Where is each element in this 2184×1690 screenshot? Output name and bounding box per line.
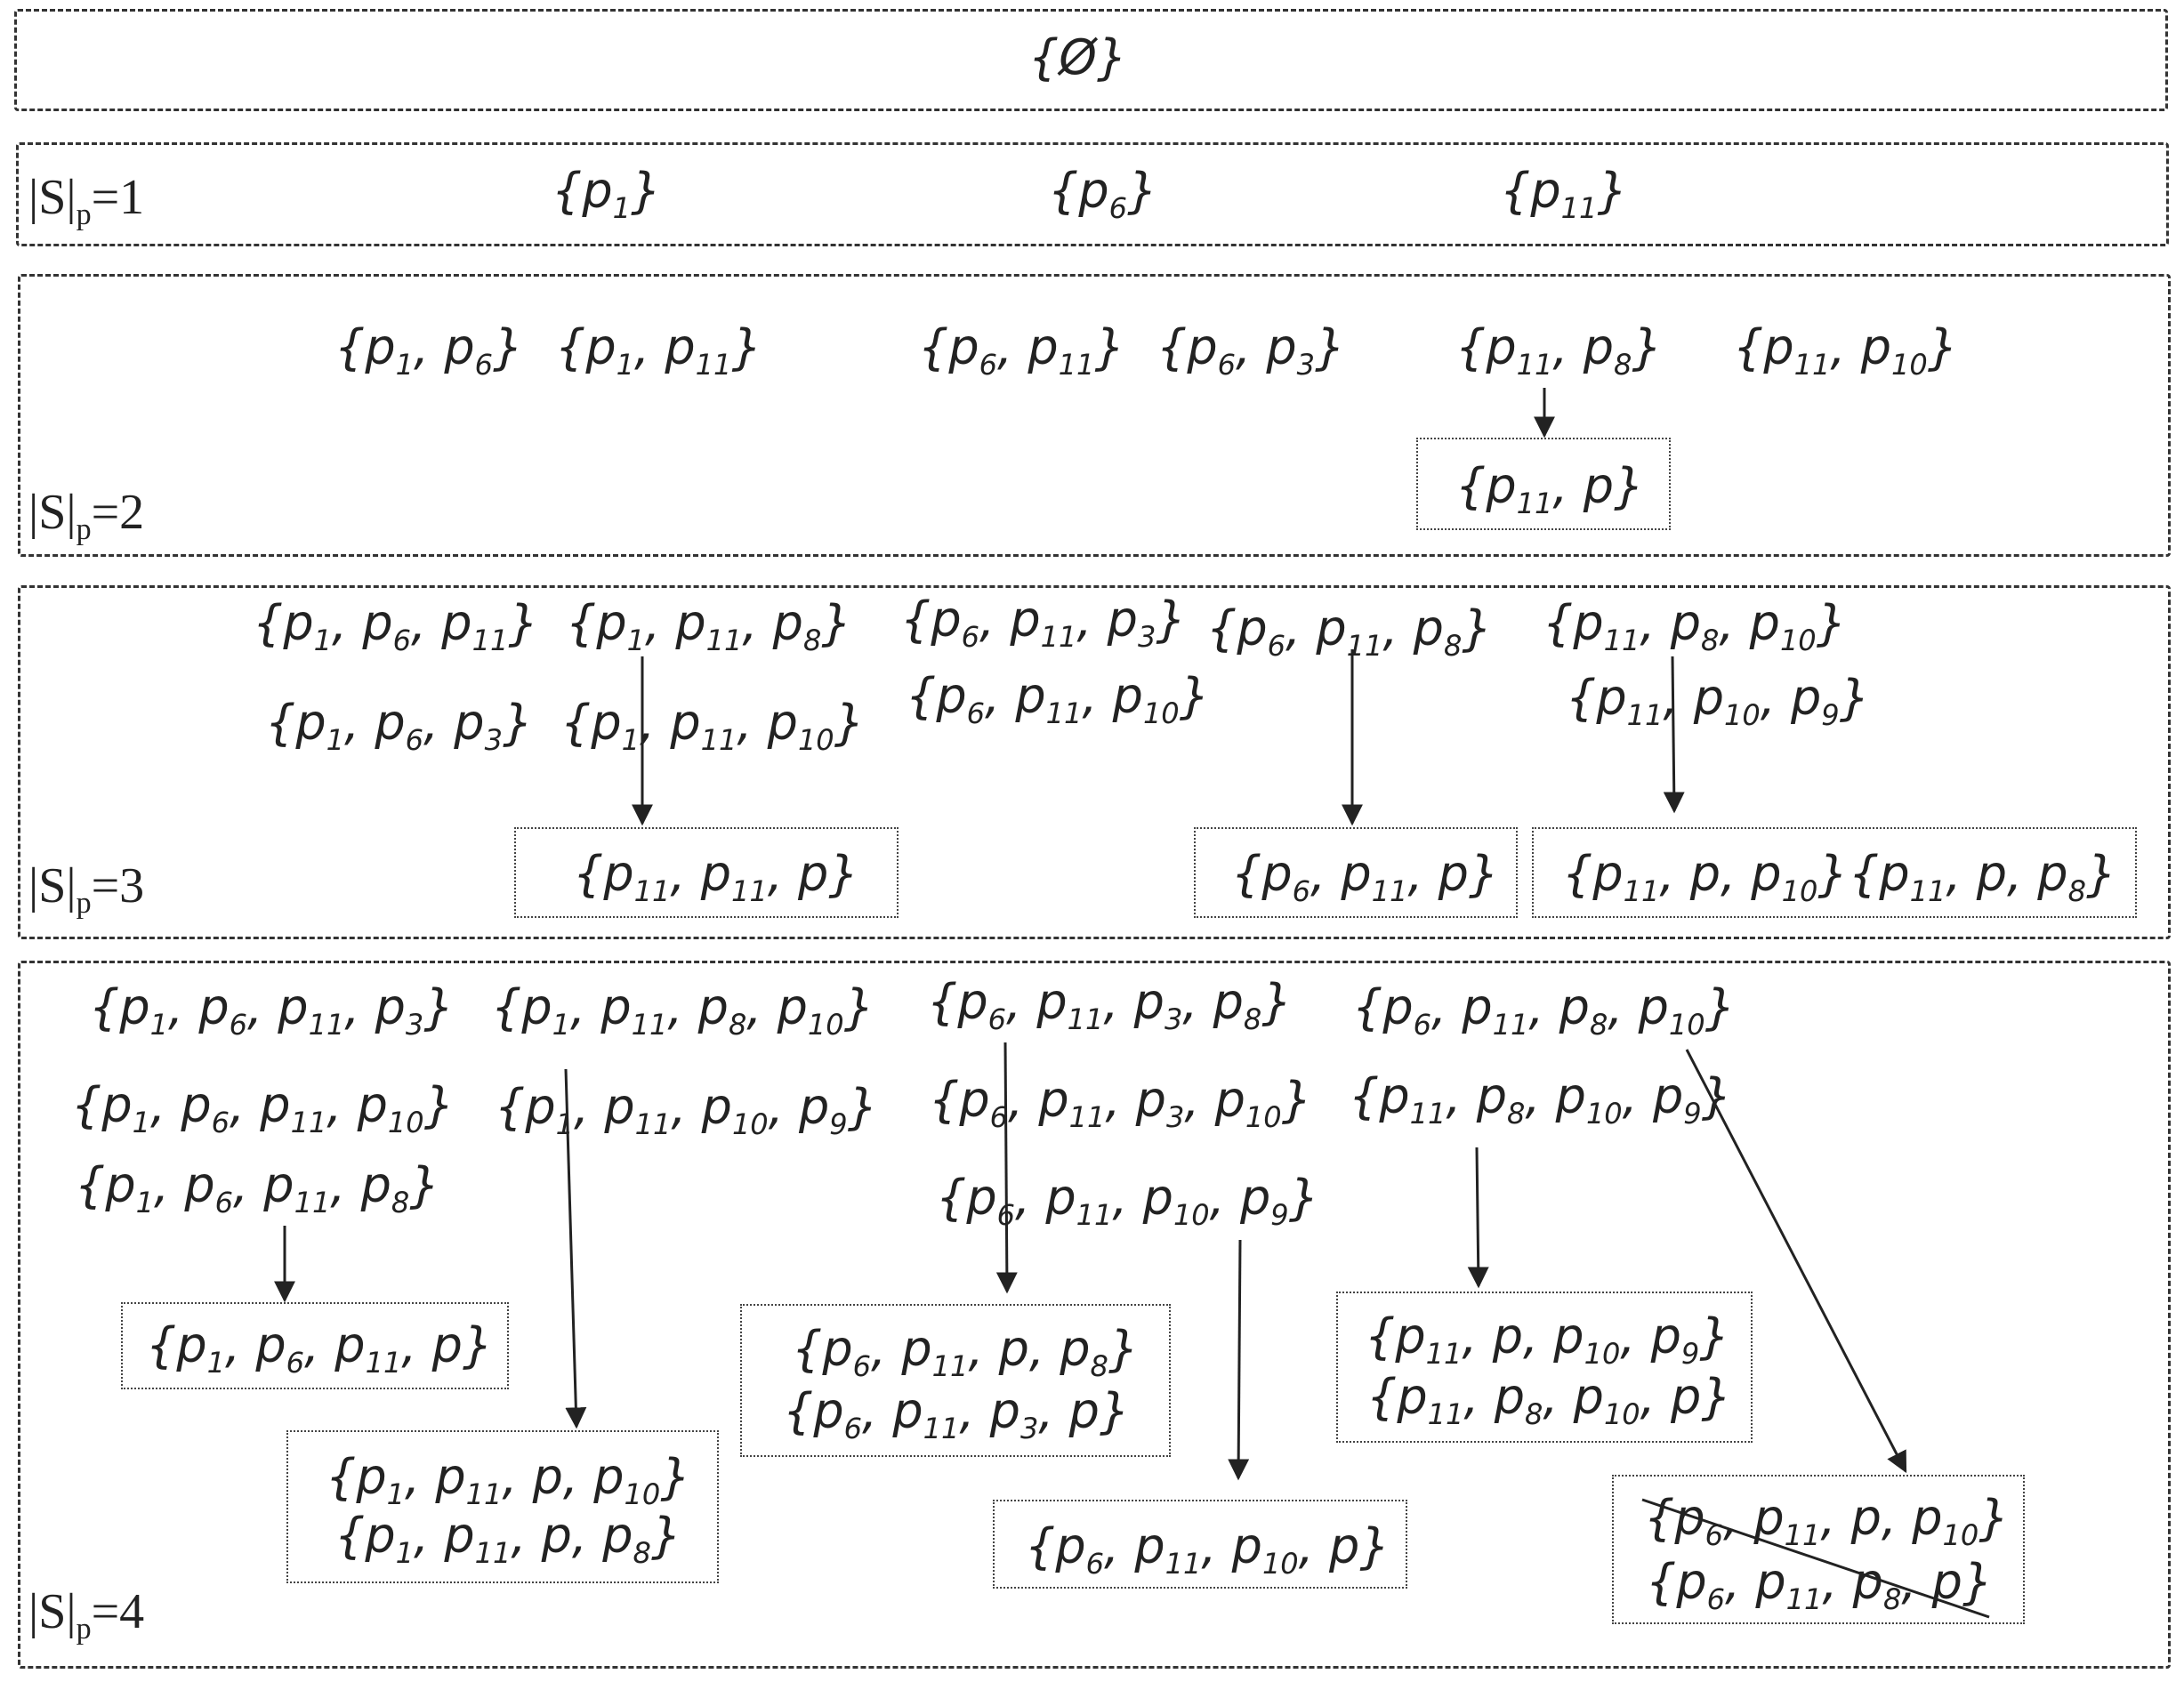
- reduced-box-l4-1: [121, 1302, 509, 1389]
- reduced-set-l3-1: {p11, p11, p}: [573, 846, 859, 908]
- set-l3-5: {p6, p11, p3}: [900, 592, 1187, 654]
- band-level-4: [18, 961, 2171, 1669]
- reduced-box-l3-3: [1532, 827, 2137, 918]
- set-l1-3: {p11}: [1500, 163, 1628, 225]
- reduced-box-l3-2: [1194, 827, 1518, 918]
- reduced-box-l4-5: [993, 1500, 1407, 1589]
- set-l3-9: {p11, p10, p9}: [1566, 670, 1871, 732]
- set-l3-4: {p1, p11, p10}: [560, 695, 866, 757]
- set-l4-6: {p6, p11, p3, p8}: [927, 974, 1293, 1036]
- level-3-label: |S|p=3: [28, 858, 145, 921]
- set-l2-5: {p11, p8}: [1455, 319, 1663, 382]
- reduced-set-l4-3b: {p6, p11, p3, p}: [783, 1383, 1131, 1445]
- set-l4-10: {p11, p8, p10, p9}: [1349, 1068, 1732, 1131]
- arrow-l3-to-box3: [1663, 656, 1685, 814]
- reduced-set-l4-4a: {p11, p, p10, p9}: [1365, 1308, 1730, 1371]
- set-l2-6: {p11, p10}: [1733, 319, 1959, 382]
- set-l3-2: {p1, p6, p3}: [265, 695, 534, 757]
- reduced-set-l2-1: {p11, p}: [1455, 458, 1645, 520]
- set-l3-3: {p1, p11, p8}: [566, 595, 852, 657]
- band-level-3: [18, 585, 2171, 939]
- level-1-label: |S|p=1: [28, 170, 145, 232]
- set-l4-8: {p6, p11, p10, p9}: [936, 1170, 1319, 1232]
- band-level-2: [18, 274, 2171, 557]
- reduced-box-l4-3: [740, 1304, 1171, 1457]
- reduced-set-l4-3a: {p6, p11, p, p8}: [792, 1321, 1140, 1383]
- reduced-box-l3-1: [514, 827, 899, 918]
- band-empty-set: [14, 9, 2168, 111]
- reduced-box-l2: [1416, 438, 1671, 530]
- empty-set: {Ø}: [1028, 29, 1128, 85]
- level-4-label: |S|p=4: [28, 1584, 145, 1646]
- arrow-l4-to-box5: [1228, 1239, 1250, 1481]
- reduced-box-l4-4: [1336, 1292, 1753, 1443]
- arrow-l4-to-box3: [995, 1042, 1018, 1294]
- reduced-set-l3-3b: {p11, p, p8}: [1849, 846, 2117, 908]
- set-l3-8: {p11, p8, p10}: [1543, 595, 1848, 657]
- strike-through-line: [1641, 1498, 1990, 1619]
- set-l4-9: {p6, p11, p8, p10}: [1352, 979, 1736, 1042]
- set-l2-1: {p1, p6}: [334, 319, 524, 382]
- reduced-box-l4-2: [286, 1430, 719, 1583]
- reduced-set-l4-2b: {p1, p11, p, p8}: [334, 1508, 682, 1570]
- reduced-set-l4-2a: {p1, p11, p, p10}: [326, 1449, 691, 1511]
- reduced-set-l3-3a: {p11, p, p10}: [1562, 846, 1849, 908]
- set-l4-5: {p1, p11, p10, p9}: [495, 1079, 878, 1141]
- reduced-box-l4-6: [1612, 1475, 2025, 1624]
- set-l2-4: {p6, p3}: [1156, 319, 1346, 382]
- reduced-set-l4-5: {p6, p11, p10, p}: [1025, 1518, 1390, 1581]
- reduced-set-l4-6a: {p6, p11, p, p10}: [1644, 1490, 2010, 1552]
- reduced-set-l4-1: {p1, p6, p11, p}: [146, 1317, 494, 1380]
- set-l4-1: {p1, p6, p11, p3}: [89, 979, 455, 1042]
- arrow-l4-to-box6: [1685, 1049, 1907, 1474]
- set-l3-7: {p6, p11, p8}: [1206, 600, 1493, 663]
- set-l3-1: {p1, p6, p11}: [253, 595, 539, 657]
- level-2-label: |S|p=2: [28, 485, 145, 547]
- set-l4-2: {p1, p6, p11, p10}: [71, 1077, 455, 1139]
- set-l4-4: {p1, p11, p8, p10}: [491, 979, 874, 1042]
- set-l2-2: {p1, p11}: [555, 319, 762, 382]
- set-l1-2: {p6}: [1048, 163, 1158, 225]
- reduced-set-l3-2: {p6, p11, p}: [1231, 846, 1500, 908]
- set-l3-6: {p6, p11, p10}: [906, 668, 1211, 730]
- reduced-set-l4-6b: {p6, p11, p8, p}: [1646, 1554, 1994, 1616]
- set-l4-3: {p1, p6, p11, p8}: [75, 1157, 440, 1219]
- arrow-l4-to-box2: [564, 1068, 587, 1429]
- set-l4-7: {p6, p11, p3, p10}: [929, 1072, 1312, 1134]
- reduced-set-l4-4b: {p11, p8, p10, p}: [1366, 1369, 1732, 1431]
- set-l1-1: {p1}: [552, 163, 662, 225]
- band-level-1: [16, 142, 2169, 246]
- set-l2-3: {p6, p11}: [918, 319, 1125, 382]
- arrow-l4-to-box4: [1467, 1147, 1489, 1289]
